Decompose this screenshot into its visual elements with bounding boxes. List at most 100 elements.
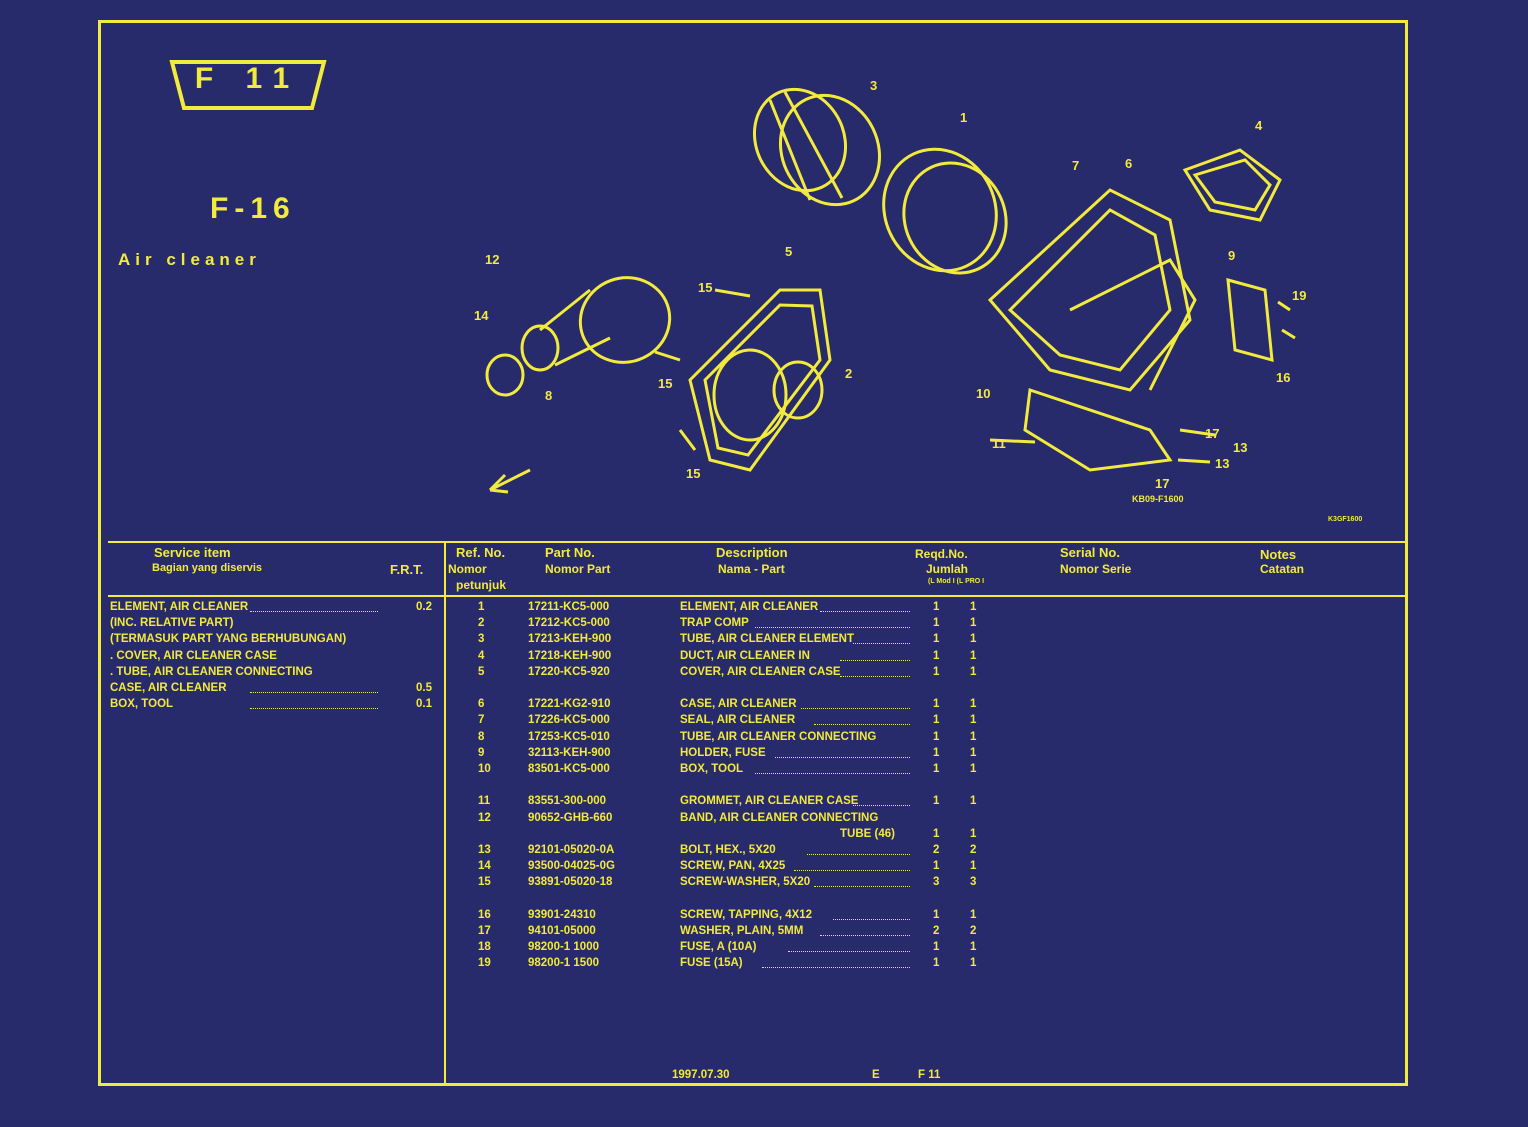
part-qty-2: 1 <box>970 698 977 711</box>
callout-14: 14 <box>474 308 489 323</box>
service-item-frt: 0.1 <box>416 698 432 711</box>
part-description: DUCT, AIR CLEANER IN <box>680 649 810 662</box>
part-number: 17253-KC5-010 <box>528 730 610 743</box>
callout-15a: 15 <box>698 280 712 295</box>
footer-edition: E <box>872 1069 880 1081</box>
part-ref-no: 8 <box>478 730 485 743</box>
part-ref-no: 9 <box>478 746 485 759</box>
part-qty-2: 1 <box>970 763 977 775</box>
connecting-tube-part <box>520 276 672 372</box>
reqd-subheader: Jumlah <box>926 562 969 576</box>
leader-dots <box>755 627 910 629</box>
leader-dots <box>839 659 910 661</box>
part-qty-2: 1 <box>970 714 977 727</box>
part-qty-1: 1 <box>933 957 940 970</box>
part-qty-1: 1 <box>933 827 940 840</box>
cover-part <box>688 288 832 472</box>
leader-dots <box>250 611 378 612</box>
table-header-rule-right <box>446 595 1408 597</box>
part-description: SEAL, AIR CLEANER <box>680 714 796 727</box>
part-description: HOLDER, FUSE <box>680 746 766 759</box>
part-ref-no: 17 <box>478 925 491 937</box>
part-description: SCREW-WASHER, 5X20 <box>680 876 811 889</box>
service-item-text: (INC. RELATIVE PART) <box>110 617 234 630</box>
band-part <box>485 353 525 397</box>
part-number: 98200-1 1500 <box>528 957 599 970</box>
part-number: 17221-KG2-910 <box>528 698 611 711</box>
part-number: 92101-05020-0A <box>528 844 615 856</box>
part-qty-2: 1 <box>970 746 977 759</box>
reqd-subheader-2: (L Mod I (L PRO I <box>928 578 985 585</box>
part-number: 93500-04025-0G <box>528 860 615 873</box>
leader-dots <box>774 756 910 758</box>
callout-13a: 13 <box>1233 440 1247 455</box>
callout-15b: 15 <box>658 376 672 391</box>
part-qty-2: 1 <box>970 957 977 970</box>
table-divider <box>444 541 446 1086</box>
callout-16: 16 <box>1276 370 1290 385</box>
callout-10: 10 <box>976 386 990 401</box>
part-ref-no: 15 <box>478 876 491 889</box>
badge-outline <box>169 60 327 110</box>
part-ref-no: 7 <box>478 714 485 727</box>
part-number: 94101-05000 <box>528 925 596 937</box>
part-number: 17220-KC5-920 <box>528 665 610 678</box>
leader-dots <box>813 724 910 726</box>
leader-dots <box>813 886 910 888</box>
part-ref-no: 19 <box>478 957 491 970</box>
leader-dots <box>852 643 910 645</box>
leader-dots <box>787 951 910 953</box>
part-description: TUBE (46) <box>840 827 895 840</box>
callout-7: 7 <box>1072 158 1079 173</box>
part-qty-1: 1 <box>933 633 940 646</box>
callout-6: 6 <box>1125 156 1132 171</box>
part-description: WASHER, PLAIN, 5MM <box>680 925 804 937</box>
part-qty-2: 1 <box>970 633 977 646</box>
part-ref-no: 2 <box>478 617 485 630</box>
frt-header: F.R.T. <box>390 562 424 577</box>
part-description: BOLT, HEX., 5X20 <box>680 844 776 856</box>
callout-17a: 17 <box>1205 426 1219 441</box>
service-item-subheader: Bagian yang diservis <box>152 562 263 574</box>
serial-subheader: Nomor Serie <box>1060 562 1132 576</box>
service-item-frt: 0.2 <box>416 601 432 613</box>
ref-no-header: Ref. No. <box>456 545 506 560</box>
callout-4: 4 <box>1255 118 1263 133</box>
part-qty-1: 1 <box>933 665 940 678</box>
part-description: TUBE, AIR CLEANER CONNECTING <box>680 730 877 743</box>
part-qty-1: 2 <box>933 925 940 937</box>
notes-header: Notes <box>1260 547 1297 562</box>
badge-label: F 11 <box>194 62 302 95</box>
corner-code: K3GF1600 <box>1328 516 1363 523</box>
leader-dots <box>800 708 910 710</box>
service-item-frt: 0.5 <box>416 682 432 694</box>
callout-13b: 13 <box>1215 456 1229 471</box>
part-description: FUSE, A (10A) <box>680 941 757 954</box>
part-qty-1: 1 <box>933 795 940 808</box>
footer-date: 1997.07.30 <box>672 1069 730 1081</box>
part-description: COVER, AIR CLEANER CASE <box>680 665 841 678</box>
part-qty-1: 1 <box>933 714 940 727</box>
part-description: ELEMENT, AIR CLEANER <box>680 601 819 613</box>
leader-dots <box>833 918 910 920</box>
part-ref-no: 1 <box>478 601 485 613</box>
page-badge: F 11 <box>168 56 328 112</box>
part-ref-no: 10 <box>478 763 491 775</box>
part-qty-1: 1 <box>933 698 940 711</box>
part-number: 83501-KC5-000 <box>528 763 610 775</box>
leader-dots <box>250 692 378 693</box>
leader-dots <box>839 675 910 677</box>
part-qty-1: 1 <box>933 601 940 613</box>
part-number: 90652-GHB-660 <box>528 811 613 824</box>
leader-dots <box>761 967 910 969</box>
leader-dots <box>807 854 910 855</box>
drawing-code: KB09-F1600 <box>1132 494 1184 504</box>
service-item-text: . TUBE, AIR CLEANER CONNECTING <box>110 665 313 678</box>
service-item-text: ELEMENT, AIR CLEANER <box>110 601 249 613</box>
part-number: 93891-05020-18 <box>528 876 613 889</box>
footer-page: F 11 <box>918 1069 941 1081</box>
part-qty-1: 1 <box>933 860 940 873</box>
part-qty-2: 1 <box>970 827 977 840</box>
ref-no-sub2: petunjuk <box>456 578 506 592</box>
part-number: 32113-KEH-900 <box>528 746 611 759</box>
